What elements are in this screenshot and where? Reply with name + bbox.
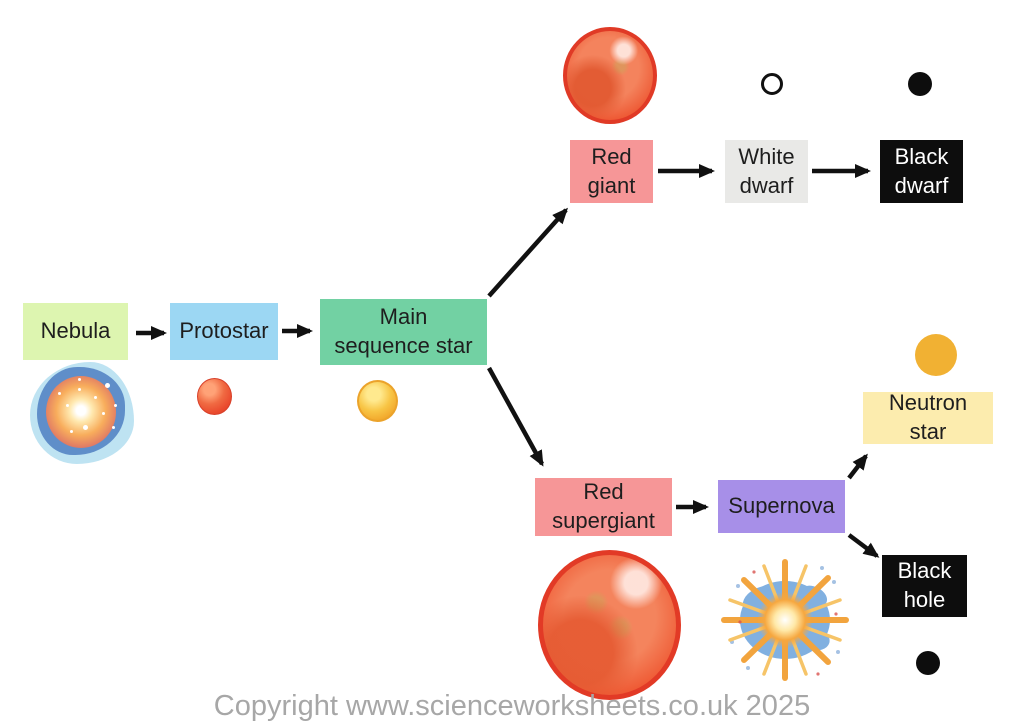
node-nebula: Nebula <box>23 303 128 360</box>
red-supergiant-sphere-icon <box>538 550 681 700</box>
nebula-glow-core <box>46 376 116 448</box>
node-red-supergiant: Red supergiant <box>535 478 672 536</box>
node-protostar: Protostar <box>170 303 278 360</box>
nebula-illustration-icon <box>30 362 134 464</box>
node-white-dwarf: White dwarf <box>725 140 808 203</box>
node-neutron-star: Neutron star <box>863 390 993 444</box>
node-black-hole: Black hole <box>882 555 967 617</box>
supernova-burst-icon <box>718 556 852 684</box>
node-black-dwarf: Black dwarf <box>880 140 963 203</box>
neutron-star-circle-icon <box>915 334 957 376</box>
black-hole-dot-icon <box>916 651 940 675</box>
protostar-sphere-icon <box>197 378 232 415</box>
red-giant-sphere-icon <box>563 27 657 124</box>
arrow-supernova-to-neutron-star <box>847 453 868 480</box>
copyright-text: Copyright www.scienceworksheets.co.uk 20… <box>213 690 811 722</box>
node-main-sequence-star: Main sequence star <box>320 299 487 365</box>
arrow-main-to-red-giant <box>487 207 569 298</box>
white-dwarf-circle-icon <box>761 73 783 95</box>
black-dwarf-dot-icon <box>908 72 932 96</box>
main-sequence-star-sphere-icon <box>357 380 398 422</box>
arrow-main-to-red-supergiant <box>487 366 544 467</box>
node-supernova: Supernova <box>718 480 845 533</box>
arrow-supernova-to-black-hole <box>847 533 880 558</box>
nebula-stars <box>78 388 81 391</box>
node-red-giant: Red giant <box>570 140 653 203</box>
